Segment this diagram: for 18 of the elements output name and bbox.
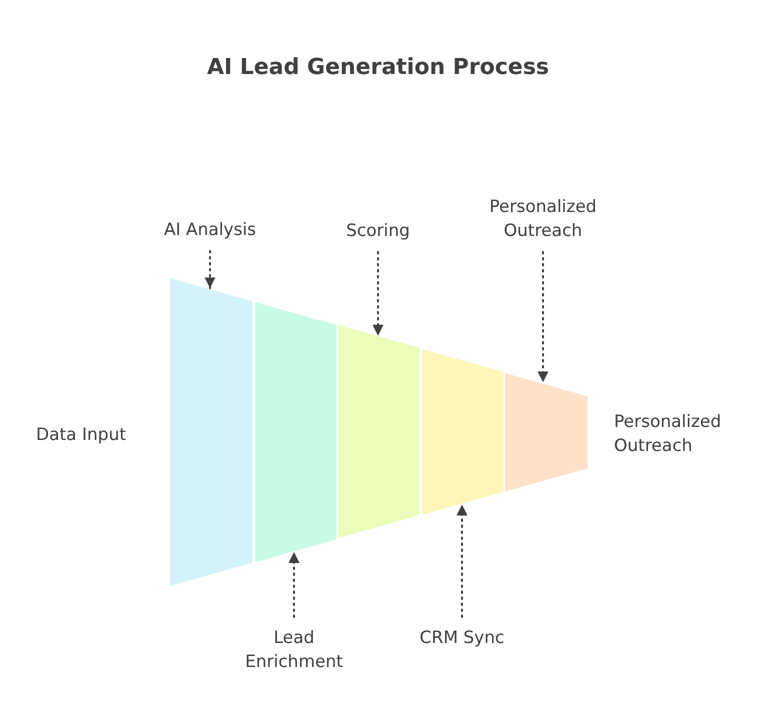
step-label: CRM Sync	[420, 626, 504, 650]
step-label: Personalized Outreach	[489, 195, 597, 243]
funnel-segment	[338, 325, 420, 538]
title: AI Lead Generation Process	[206, 54, 550, 82]
step-label: AI Analysis	[164, 218, 256, 242]
step-label: Lead Enrichment	[245, 626, 343, 674]
funnel-segment	[254, 302, 336, 562]
step-label: Scoring	[346, 219, 410, 243]
leader-arrow	[538, 251, 548, 384]
funnel-segment	[422, 349, 504, 515]
stage-label: Data Input	[36, 424, 126, 447]
leader-arrow	[456, 504, 468, 618]
funnel-segment	[170, 278, 253, 586]
leader-arrow	[372, 251, 384, 337]
stage-label: Personalized Outreach	[614, 411, 722, 458]
leader-arrow	[288, 551, 300, 618]
leader-arrow	[204, 250, 216, 290]
funnel-segment	[505, 372, 588, 492]
